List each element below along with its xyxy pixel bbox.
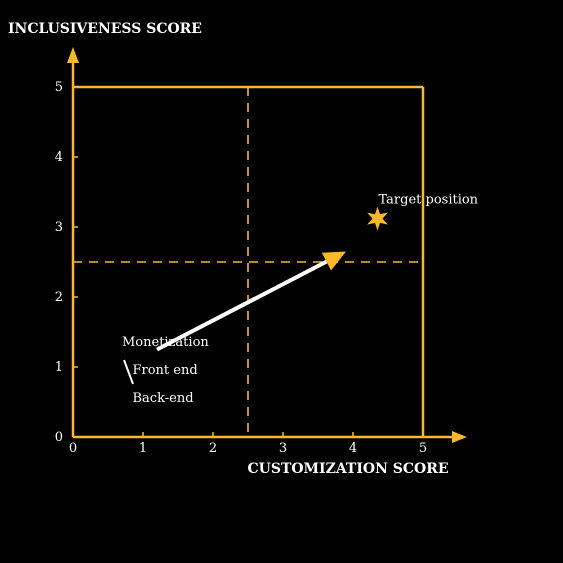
x-tick-label: 1 bbox=[139, 441, 147, 456]
y-tick-label: 2 bbox=[55, 290, 63, 305]
segment-label: Front end bbox=[133, 363, 198, 378]
quadrant-lines bbox=[73, 87, 423, 437]
segment-label: Monetization bbox=[122, 335, 209, 350]
ticks: 0 1 2 3 4 5 0 1 2 3 4 5 bbox=[55, 80, 427, 456]
y-tick-label: 3 bbox=[55, 220, 63, 235]
y-axis-title: INCLUSIVENESS SCORE bbox=[8, 21, 202, 37]
y-tick-label: 5 bbox=[55, 80, 63, 95]
y-axis-arrowhead bbox=[67, 47, 79, 63]
target-label: Target position bbox=[379, 193, 479, 208]
y-tick-label: 4 bbox=[55, 150, 63, 165]
x-tick-label: 4 bbox=[349, 441, 357, 456]
x-tick-label: 0 bbox=[69, 441, 77, 456]
y-tick-label: 0 bbox=[55, 430, 63, 445]
direction-arrow-shaft bbox=[156, 259, 328, 352]
chart-frame bbox=[73, 85, 425, 437]
x-axis-arrowhead bbox=[452, 431, 467, 443]
axes bbox=[67, 47, 467, 443]
y-tick-label: 1 bbox=[55, 360, 63, 375]
x-axis-title: CUSTOMIZATION SCORE bbox=[247, 461, 448, 477]
label-pointer-stroke bbox=[123, 359, 134, 385]
x-tick-label: 2 bbox=[209, 441, 217, 456]
x-tick-label: 5 bbox=[419, 441, 427, 456]
segment-label: Back-end bbox=[133, 391, 194, 406]
target-star-icon bbox=[367, 206, 388, 231]
x-tick-label: 3 bbox=[279, 441, 287, 456]
direction-arrowhead bbox=[321, 251, 346, 271]
